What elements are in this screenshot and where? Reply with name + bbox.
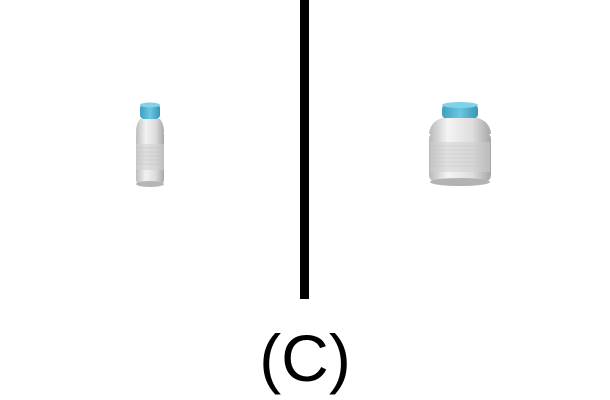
vertical-divider xyxy=(300,0,309,299)
small-bottle-icon xyxy=(136,102,164,187)
panel-label: (C) xyxy=(259,321,351,395)
wide-jar-icon xyxy=(429,102,491,186)
